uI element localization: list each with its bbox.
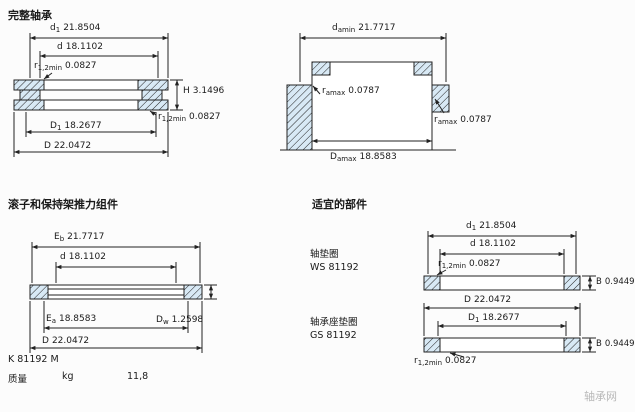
mass-unit: kg <box>62 371 74 382</box>
section-title-complete-bearing: 完整轴承 <box>8 9 52 22</box>
housing-washer-name: 轴承座垫圈 <box>310 317 358 328</box>
mass-value: 11,8 <box>127 371 149 382</box>
assembly-designation: K 81192 M <box>8 354 59 365</box>
abutment-dimensions-view <box>280 33 456 151</box>
complete-bearing-section-view <box>13 33 183 157</box>
shaft-washer-designation: WS 81192 <box>310 262 359 273</box>
assembly-section-view <box>29 242 217 353</box>
shaft-washer-name: 轴垫圈 <box>310 249 339 260</box>
mass-label: 质量 <box>8 374 28 385</box>
housing-washer-section-view <box>423 303 596 358</box>
section-title-assembly: 滚子和保持架推力组件 <box>8 198 118 211</box>
section-title-suitable-parts: 适宜的部件 <box>312 198 367 211</box>
housing-washer-designation: GS 81192 <box>310 330 357 341</box>
shaft-washer-section-view <box>423 231 596 291</box>
watermark-text: 轴承网 <box>584 390 617 403</box>
